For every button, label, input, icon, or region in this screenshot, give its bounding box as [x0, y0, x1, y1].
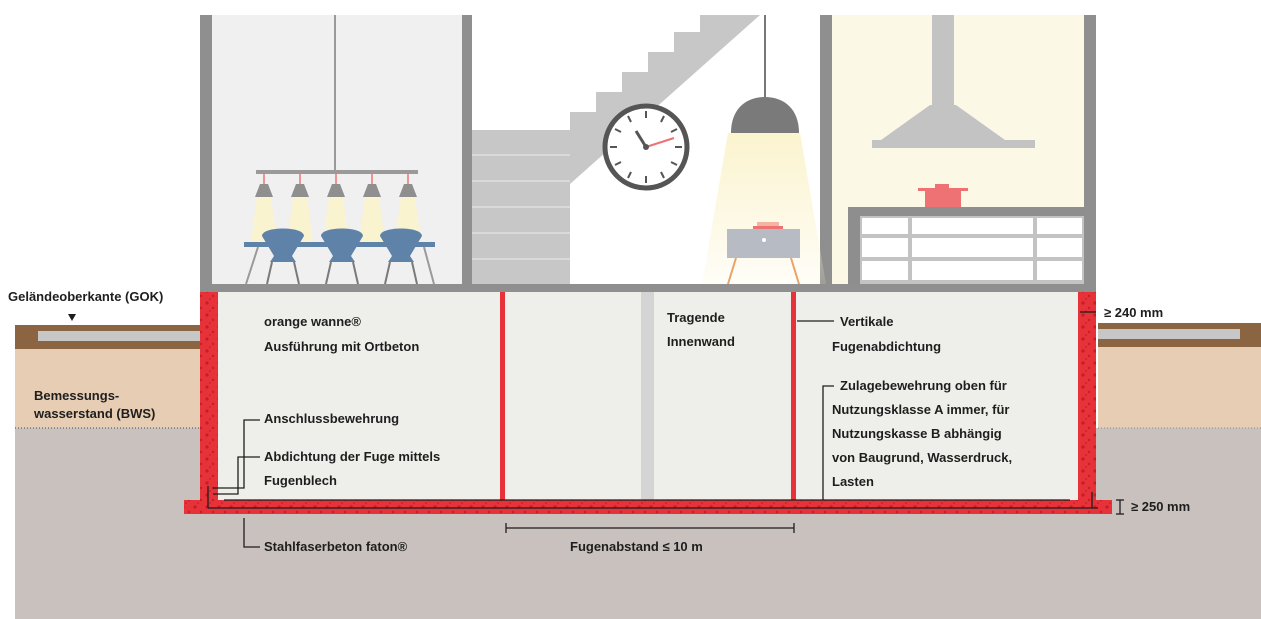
tragende-label: Tragende [667, 310, 725, 325]
chair-icon [245, 228, 435, 285]
range-hood-icon [872, 15, 1035, 148]
inner-wall [641, 292, 654, 500]
pendant-lamp-icon [251, 174, 421, 242]
floor-slab-upper [200, 284, 1096, 292]
gok-marker [68, 314, 76, 321]
clock-icon [602, 103, 690, 191]
partition-wall-2 [820, 15, 832, 284]
cooking-pot-icon [918, 184, 968, 207]
abdichtung-label-2: Fugenblech [264, 473, 337, 488]
stahlfaser-label: Stahlfaserbeton faton® [264, 539, 408, 554]
zulage-label-5: Lasten [832, 474, 874, 489]
bws-label-line2: wasserstand (BWS) [34, 406, 156, 421]
wall-thickness-label: ≥ 240 mm [1104, 305, 1164, 320]
zulage-label-4: von Baugrund, Wasserdruck, [832, 450, 1013, 465]
vertical-joint-1 [500, 292, 505, 500]
zulage-label-3: Nutzungskasse B abhängig [832, 426, 1002, 441]
bws-label-line1: Bemessungs- [34, 388, 120, 403]
water-zone-left [15, 348, 200, 428]
zulage-label-2: Nutzungsklasse A immer, für [832, 402, 1010, 417]
anschluss-label: Anschlussbewehrung [264, 411, 400, 426]
fugenabstand-label: Fugenabstand ≤ 10 m [570, 539, 703, 554]
left-exterior-wall [200, 15, 212, 284]
zulage-label-1: Zulagebewehrung oben für [840, 378, 1007, 393]
abdichtung-label-1: Abdichtung der Fuge mittels [264, 449, 441, 464]
orange-wanne-label: orange wanne® [264, 314, 361, 329]
vertikale-label: Vertikale [840, 314, 894, 329]
leader-lines [207, 311, 1124, 548]
lamp-bar [256, 170, 418, 174]
ortbeton-label: Ausführung mit Ortbeton [264, 339, 420, 354]
partition-wall-1 [462, 15, 472, 284]
gravel-right [1098, 329, 1240, 339]
kitchen-counter [848, 207, 1084, 284]
gravel-left [38, 331, 200, 341]
right-exterior-wall [1084, 15, 1096, 284]
fugenabdichtung-label: Fugenabdichtung [832, 339, 942, 354]
innenwand-label: Innenwand [667, 334, 735, 349]
concrete-shell [184, 292, 1112, 514]
vertical-joint-2 [791, 292, 796, 500]
gok-label: Geländeoberkante (GOK) [8, 289, 164, 304]
slab-thickness-label: ≥ 250 mm [1131, 499, 1191, 514]
side-table-icon [727, 222, 800, 285]
water-zone-right [1098, 346, 1261, 428]
